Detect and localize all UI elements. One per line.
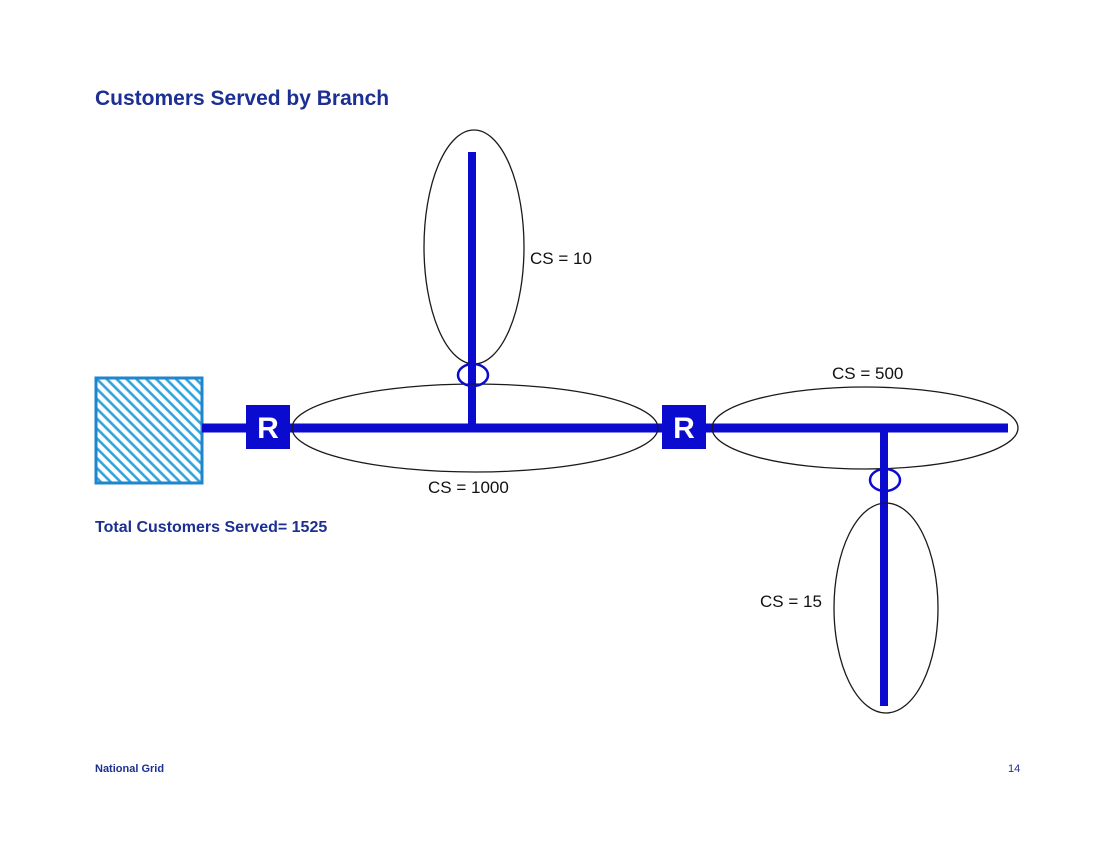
- right-feeder-zone-ellipse: [711, 386, 1019, 470]
- recloser-2-box: [662, 405, 706, 449]
- cs-branch-up-label: CS = 10: [530, 249, 592, 268]
- footer-brand-text: National Grid: [95, 763, 165, 775]
- cs-branch-down-label: CS = 15: [760, 592, 822, 611]
- branch-down-tap-loop-icon: [868, 467, 902, 493]
- recloser-2-label: R: [673, 412, 695, 445]
- cs-main-feeder-label: CS = 1000: [428, 478, 509, 497]
- branch-down-zone-ellipse: [833, 502, 939, 714]
- substation-square: [94, 376, 204, 485]
- cs-right-feeder-label: CS = 500: [832, 364, 903, 383]
- recloser-1-box: [246, 405, 290, 449]
- total-customers-served-text: Total Customers Served= 1525: [95, 519, 328, 536]
- branch-up-tap-loop-icon: [456, 362, 490, 388]
- page-title: Customers Served by Branch: [95, 87, 390, 110]
- recloser-2: R: [662, 405, 706, 449]
- recloser-1: R: [246, 405, 290, 449]
- main-feeder-zone-ellipse: [291, 383, 659, 473]
- recloser-1-label: R: [257, 412, 279, 445]
- page-number: 14: [1008, 763, 1021, 775]
